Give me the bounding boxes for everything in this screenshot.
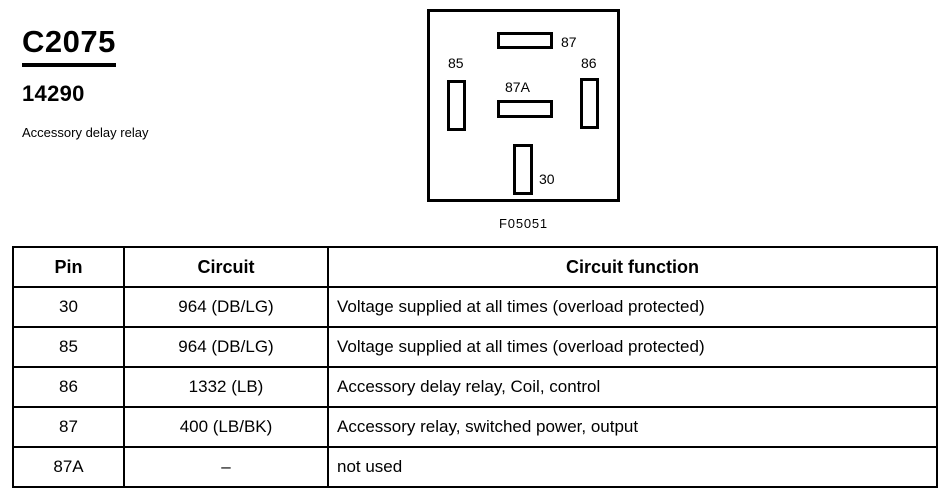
connector-code: C2075	[22, 26, 116, 67]
table-header-row: Pin Circuit Circuit function	[12, 246, 938, 288]
terminal-blade-87	[497, 32, 553, 49]
terminal-label-87a: 87A	[505, 79, 530, 95]
cell-circuit: 1332 (LB)	[123, 366, 329, 408]
table-row: 87A–not used	[12, 446, 938, 488]
relay-face-diagram: 87 85 87A 86 30	[427, 9, 620, 202]
diagram-caption: F05051	[499, 216, 548, 231]
cell-circuit-function: Accessory delay relay, Coil, control	[327, 366, 938, 408]
terminal-blade-85	[447, 80, 466, 131]
cell-pin: 86	[12, 366, 125, 408]
part-number: 14290	[22, 81, 85, 106]
terminal-label-30: 30	[539, 171, 555, 187]
terminal-label-87: 87	[561, 34, 577, 50]
terminal-blade-30	[513, 144, 533, 195]
cell-circuit-function: Voltage supplied at all times (overload …	[327, 326, 938, 368]
cell-pin: 85	[12, 326, 125, 368]
terminal-blade-86	[580, 78, 599, 129]
cell-pin: 30	[12, 286, 125, 328]
cell-circuit: 964 (DB/LG)	[123, 326, 329, 368]
cell-pin: 87A	[12, 446, 125, 488]
terminal-label-86: 86	[581, 55, 597, 71]
column-header-circuit: Circuit	[123, 246, 329, 288]
cell-circuit: –	[123, 446, 329, 488]
cell-circuit: 400 (LB/BK)	[123, 406, 329, 448]
connector-header: C2075 14290 Accessory delay relay	[22, 26, 282, 143]
column-header-circuit-function: Circuit function	[327, 246, 938, 288]
cell-circuit-function: not used	[327, 446, 938, 488]
cell-circuit-function: Voltage supplied at all times (overload …	[327, 286, 938, 328]
cell-pin: 87	[12, 406, 125, 448]
cell-circuit: 964 (DB/LG)	[123, 286, 329, 328]
terminal-label-85: 85	[448, 55, 464, 71]
terminal-blade-87a	[497, 100, 553, 118]
cell-circuit-function: Accessory relay, switched power, output	[327, 406, 938, 448]
column-header-pin: Pin	[12, 246, 125, 288]
connector-description: Accessory delay relay	[22, 125, 149, 140]
